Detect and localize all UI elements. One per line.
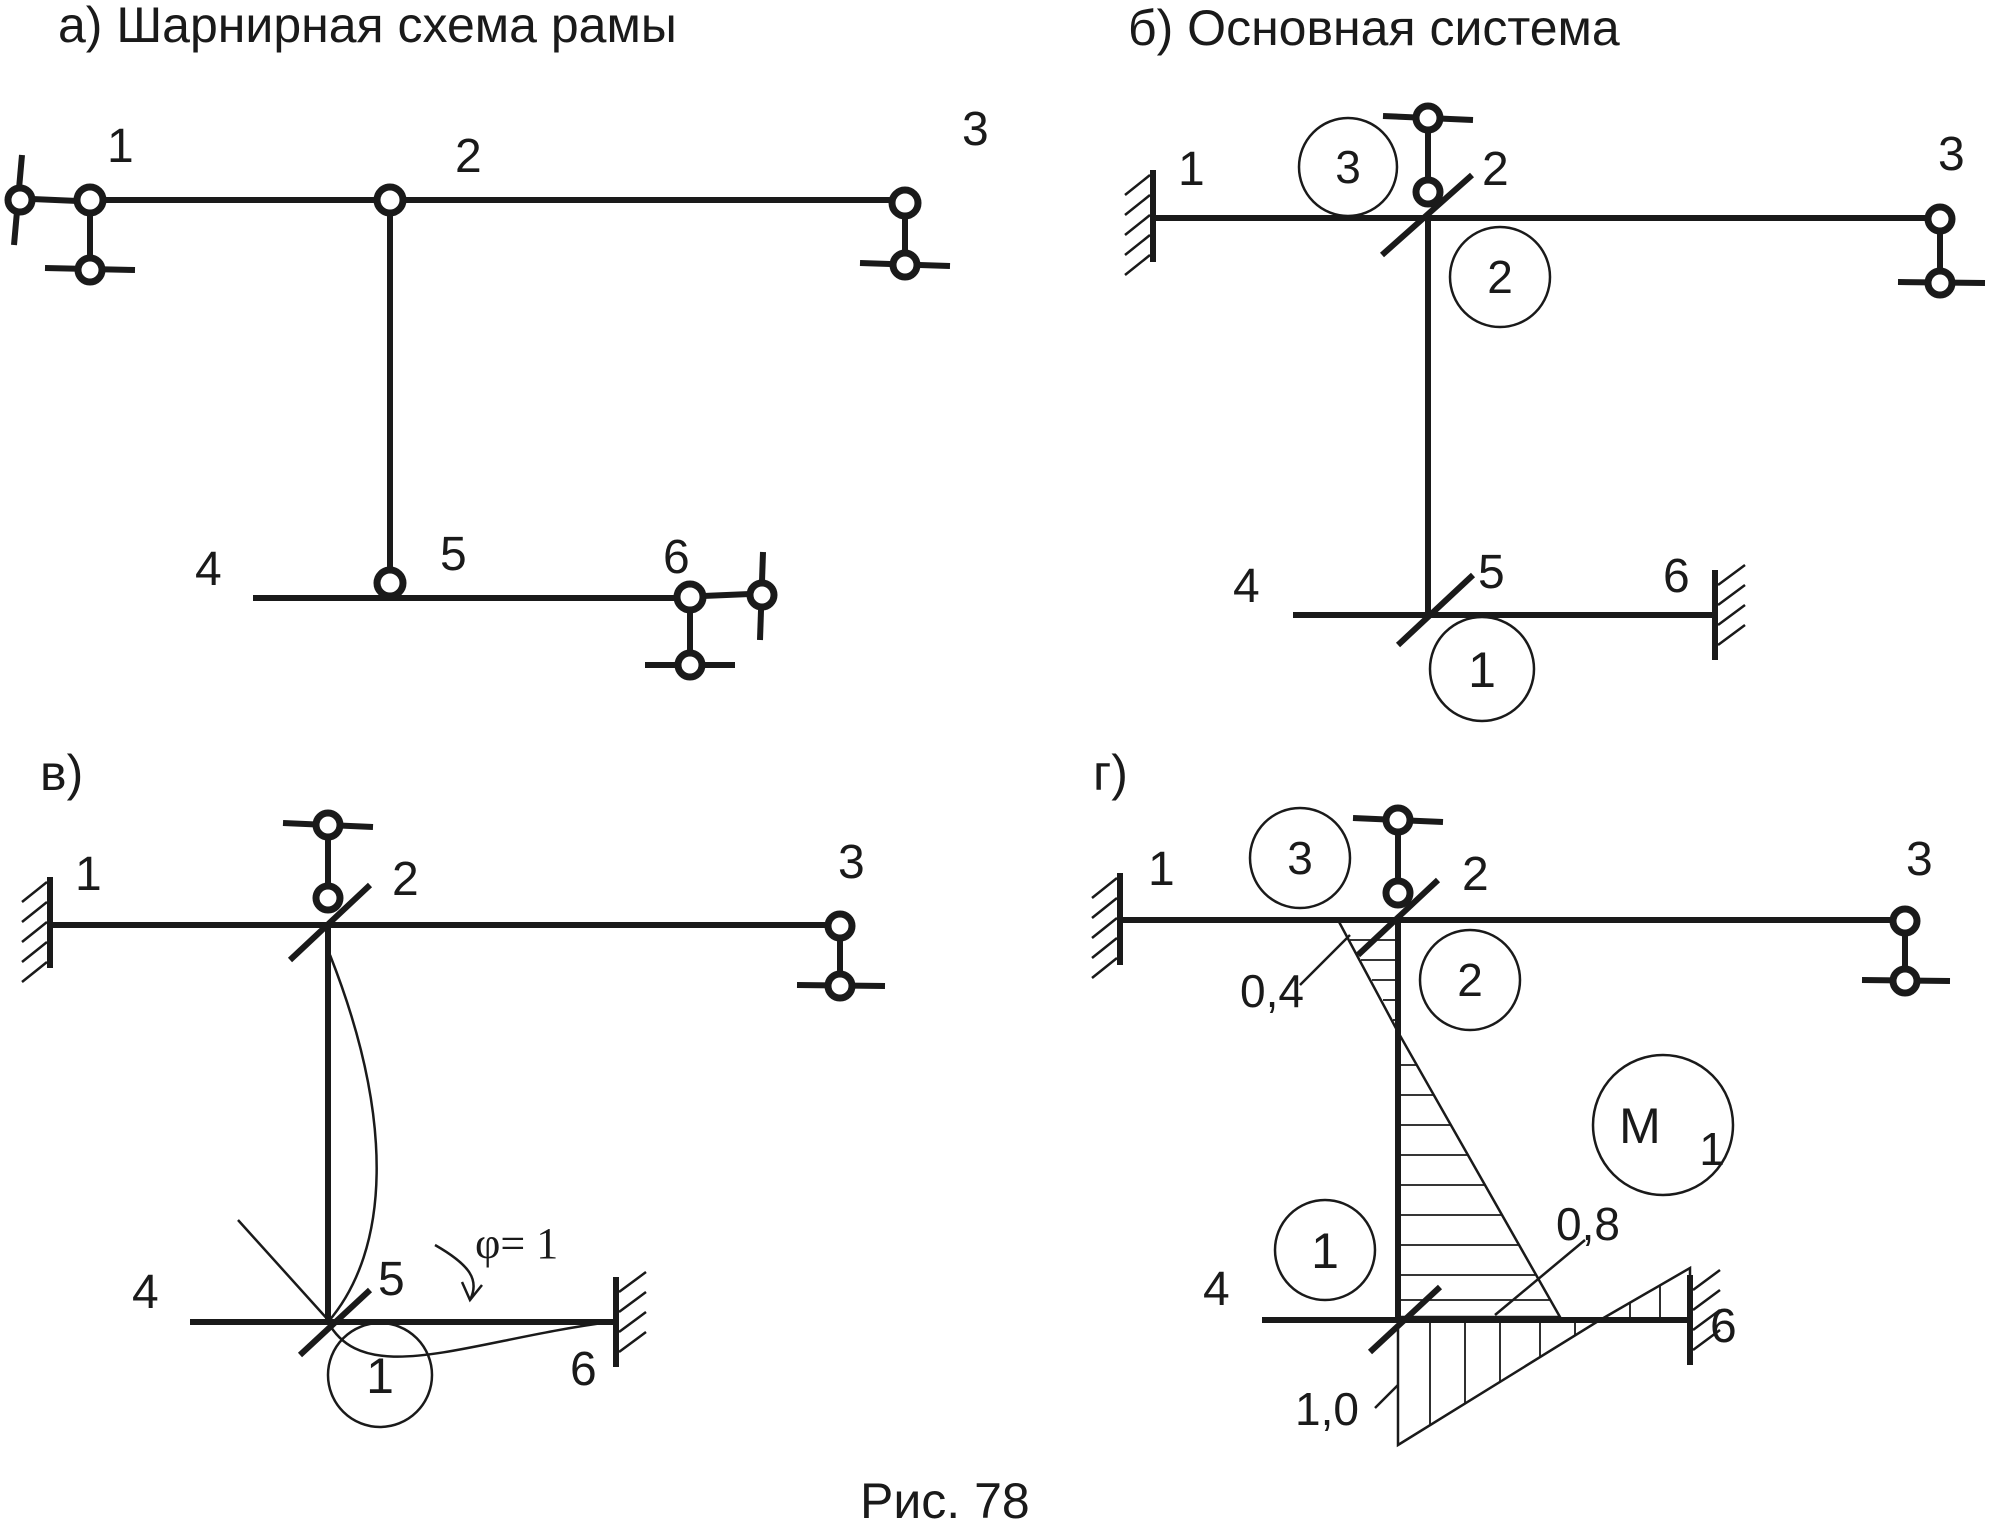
panel-b-connection-3: 3 [1335, 141, 1361, 193]
panel-g-support-node3 [1861, 905, 1951, 997]
panel-a-support-node3 [859, 215, 951, 281]
panel-a-hinge-2 [373, 183, 407, 217]
panel-v-clamp-2 [287, 882, 373, 963]
panel-b-node-3: 3 [1938, 128, 1965, 181]
panel-g-diagram-label: M [1619, 1098, 1661, 1154]
panel-g-connection-3-circle [1248, 806, 1352, 910]
panel-a-node-5: 5 [440, 528, 467, 581]
panel-a-node-2: 2 [455, 130, 482, 183]
panel-g-connection-2-circle [1418, 928, 1522, 1032]
panel-v-support-node2 [282, 809, 374, 914]
panel-v-node-4: 4 [132, 1266, 159, 1319]
panel-g-moment-hatching-column [1335, 918, 1563, 1319]
panel-g-connection-1-circle [1273, 1198, 1377, 1302]
panel-g-value-08: 0,8 [1556, 1198, 1620, 1250]
panel-g-connection-1: 1 [1311, 1223, 1339, 1279]
panel-b-node-4: 4 [1233, 560, 1260, 613]
panel-g-value-10: 1,0 [1295, 1383, 1359, 1435]
panel-b-node-2: 2 [1482, 143, 1509, 196]
panel-g-value-04: 0,4 [1240, 965, 1304, 1017]
panel-g-leader-10 [1374, 1384, 1399, 1409]
panel-g-node-2: 2 [1462, 848, 1489, 901]
figure-caption: Рис. 78 [860, 1473, 1030, 1526]
panel-b-connection-3-circle [1297, 116, 1399, 218]
panel-b: б) Основная система [1124, 0, 1986, 723]
panel-a-hinge-3 [888, 186, 922, 220]
panel-g-node-4: 4 [1203, 1263, 1230, 1316]
panel-g-clamp-2 [1355, 877, 1441, 958]
panel-v-support-node3 [796, 910, 886, 1002]
panel-v-rotation-line [237, 1219, 331, 1323]
panel-v-rotation-arrow [434, 1243, 475, 1301]
panel-b-connection-1: 1 [1468, 642, 1496, 698]
panel-a-hinge-5 [373, 566, 407, 600]
panel-g-title: г) [1093, 745, 1128, 801]
panel-b-fixed-support-6 [1712, 563, 1746, 660]
panel-a-node-6: 6 [663, 531, 690, 584]
panel-g-node-6: 6 [1710, 1300, 1737, 1353]
panel-v: в) [21, 745, 886, 1429]
panel-v-fixed-support-1 [21, 877, 53, 983]
panel-v-connection-1: 1 [366, 1348, 394, 1404]
panel-g-moment-hatching-beam [1396, 1265, 1692, 1448]
panel-g: г) [1091, 745, 1951, 1448]
panel-v-node-1: 1 [75, 848, 102, 901]
panel-v-rotation-label: φ= 1 [475, 1219, 558, 1268]
panel-a-hinge-6 [673, 580, 707, 614]
panel-g-connection-3: 3 [1287, 832, 1313, 884]
panel-g-clamp-5 [1367, 1284, 1443, 1355]
panel-v-rotation-arrowhead [460, 1281, 483, 1303]
panel-a: а) Шарнирная схема рамы [4, 0, 989, 681]
panel-g-node-3: 3 [1906, 833, 1933, 886]
panel-v-node-3: 3 [838, 836, 865, 889]
panel-a-title: а) Шарнирная схема рамы [58, 0, 677, 53]
panel-g-node-1: 1 [1148, 843, 1175, 896]
panel-b-clamp-2 [1380, 172, 1474, 258]
panel-b-node-6: 6 [1663, 550, 1690, 603]
panel-b-node-1: 1 [1178, 143, 1205, 196]
panel-b-support-node2 [1382, 102, 1474, 208]
panel-b-connection-2-circle [1448, 225, 1552, 329]
panel-g-diagram-label-sub: 1 [1699, 1123, 1725, 1175]
panel-b-connection-2: 2 [1487, 251, 1513, 303]
panel-v-title: в) [40, 745, 83, 801]
panel-v-connection-1-circle [326, 1321, 434, 1429]
panel-a-node-1: 1 [107, 120, 134, 173]
panel-v-clamp-5 [297, 1287, 373, 1358]
panel-g-connection-2: 2 [1457, 954, 1483, 1006]
panel-g-leader-04 [1299, 934, 1351, 986]
panel-b-connection-1-circle [1428, 615, 1536, 723]
panel-a-support-node1 [4, 154, 136, 286]
panel-b-fixed-support-1 [1124, 170, 1156, 276]
panel-b-clamp-5 [1395, 572, 1476, 648]
panel-a-node-4: 4 [195, 543, 222, 596]
panel-g-fixed-support-1 [1091, 873, 1123, 979]
panel-b-support-node3 [1897, 203, 1986, 299]
panel-g-fixed-support-6 [1687, 1268, 1721, 1365]
panel-b-title: б) Основная система [1128, 0, 1620, 56]
panel-v-fixed-support-6 [613, 1270, 647, 1367]
panel-v-node-2: 2 [392, 853, 419, 906]
panel-g-leader-08 [1494, 1239, 1586, 1316]
panel-a-node-3: 3 [962, 103, 989, 156]
panel-b-node-5: 5 [1478, 546, 1505, 599]
panel-v-node-6: 6 [570, 1343, 597, 1396]
panel-v-node-5: 5 [378, 1253, 405, 1306]
panel-g-diagram-label-circle [1591, 1053, 1735, 1197]
panel-a-hinge-1 [73, 183, 107, 217]
panel-g-support-node2 [1352, 804, 1444, 909]
panel-a-support-node6 [645, 551, 778, 681]
